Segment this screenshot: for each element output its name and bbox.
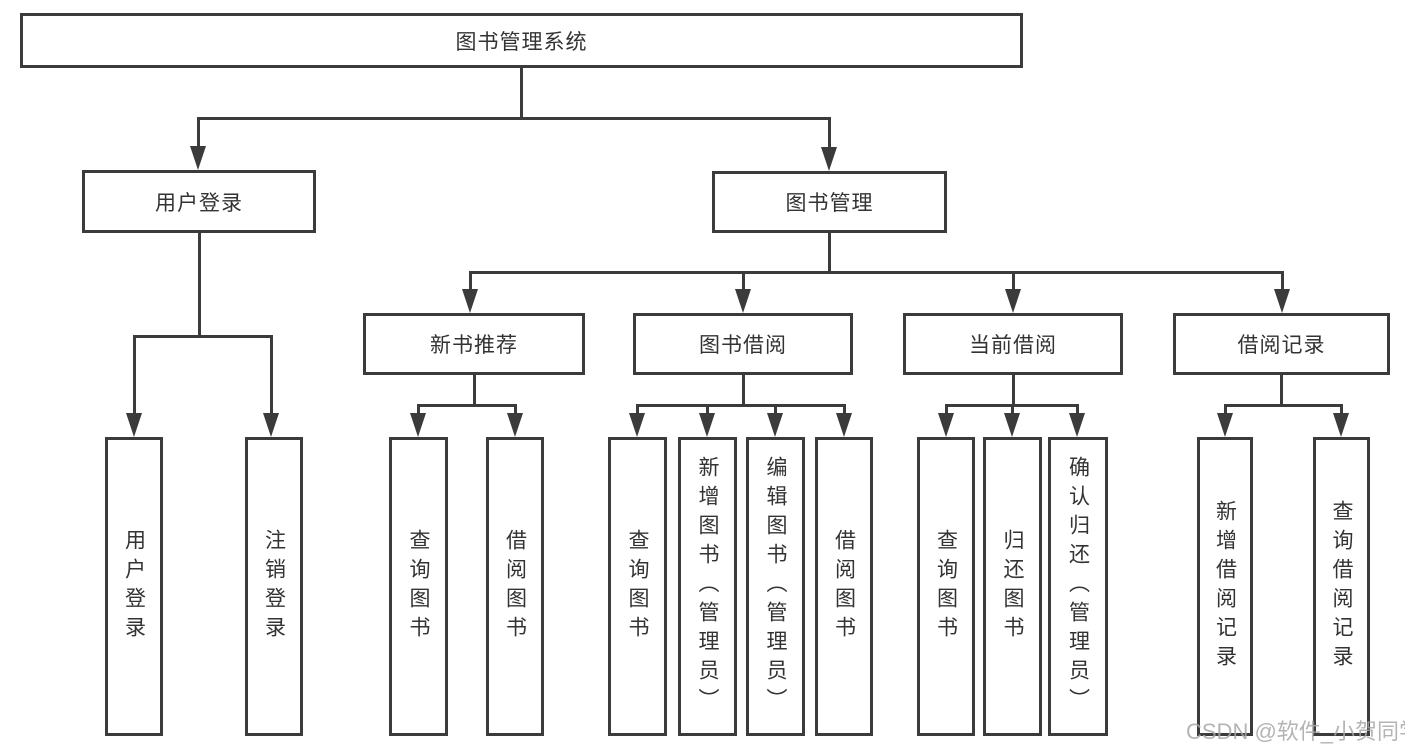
- arrowhead-bb-borrow: [836, 413, 852, 437]
- edge-drop-bb-edit: [774, 404, 777, 415]
- leaf-label: 查询图书: [626, 528, 649, 645]
- edge-drop-cb-query: [945, 404, 948, 415]
- leaf-label: 查询借阅记录: [1330, 499, 1353, 674]
- leaf-nb-borrow-books: 借阅图书: [486, 437, 544, 736]
- leaf-label: 编辑图书（管理员）: [764, 456, 787, 717]
- edge-root-stem: [520, 68, 523, 118]
- edge-drop-current-borrowing: [1012, 271, 1015, 291]
- node-label: 借阅记录: [1237, 334, 1326, 357]
- leaf-cb-return-books: 归还图书: [983, 437, 1042, 736]
- edge-user-login-rail: [133, 335, 272, 338]
- leaf-label: 借阅图书: [503, 528, 527, 645]
- arrowhead-bb-edit: [767, 413, 783, 437]
- leaf-bb-query-books: 查询图书: [608, 437, 667, 736]
- arrowhead-cb-return: [1004, 413, 1020, 437]
- arrowhead-nb-query: [410, 413, 426, 437]
- arrowhead-book-borrowing: [735, 289, 751, 313]
- edge-drop-bb-query: [636, 404, 639, 415]
- leaf-br-query-record: 查询借阅记录: [1313, 437, 1370, 736]
- leaf-nb-query-books: 查询图书: [389, 437, 448, 736]
- edge-drop-br-query: [1340, 404, 1343, 415]
- arrowhead-book-management: [821, 147, 837, 171]
- leaf-label: 借阅图书: [832, 528, 856, 645]
- leaf-label: 注销登录: [262, 528, 286, 645]
- node-new-book-recommend: 新书推荐: [363, 313, 585, 375]
- edge-book-management-stem: [828, 233, 831, 273]
- arrowhead-cb-confirm: [1069, 413, 1085, 437]
- edge-drop-leaf-logout: [270, 335, 273, 415]
- arrowhead-br-query: [1333, 413, 1349, 437]
- leaf-logout: 注销登录: [245, 437, 303, 736]
- edge-book-management-rail: [469, 271, 1283, 274]
- edge-drop-book-borrowing: [742, 271, 745, 291]
- arrowhead-user-login: [190, 146, 206, 170]
- csdn-watermark: CSDN @软件_小贺同学: [1186, 719, 1405, 744]
- edge-root-rail: [197, 117, 831, 120]
- edge-drop-book-management: [828, 117, 831, 149]
- arrowhead-current-borrowing: [1005, 289, 1021, 313]
- leaf-label: 新增借阅记录: [1213, 499, 1237, 674]
- arrowhead-leaf-logout: [263, 413, 279, 437]
- leaf-label: 查询图书: [407, 528, 430, 645]
- leaf-bb-borrow-books: 借阅图书: [815, 437, 873, 736]
- leaf-user-login: 用户登录: [105, 437, 163, 736]
- edge-current-borrowing-stem: [1012, 375, 1015, 406]
- leaf-cb-confirm-return-admin: 确认归还（管理员）: [1048, 437, 1108, 736]
- leaf-bb-edit-books-admin: 编辑图书（管理员）: [746, 437, 805, 736]
- edge-user-login-stem: [198, 233, 201, 337]
- edge-drop-nb-query: [417, 404, 420, 415]
- arrowhead-borrowing-records: [1274, 289, 1290, 313]
- edge-drop-nb-borrow: [514, 404, 517, 415]
- edge-book-borrowing-rail: [636, 404, 845, 407]
- node-book-borrowing: 图书借阅: [633, 313, 853, 375]
- edge-book-borrowing-stem: [742, 375, 745, 406]
- leaf-bb-add-books-admin: 新增图书（管理员）: [678, 437, 737, 736]
- node-user-login: 用户登录: [82, 170, 316, 233]
- edge-drop-user-login: [197, 117, 200, 148]
- edge-drop-bb-add: [706, 404, 709, 415]
- edge-borrowing-records-stem: [1280, 375, 1283, 406]
- arrowhead-cb-query: [938, 413, 954, 437]
- edge-drop-br-add: [1224, 404, 1227, 415]
- edge-drop-cb-return: [1011, 404, 1014, 415]
- arrowhead-leaf-user-login: [126, 413, 142, 437]
- arrowhead-new-book-recommend: [462, 289, 478, 313]
- node-label: 用户登录: [155, 191, 243, 215]
- arrowhead-br-add: [1217, 413, 1233, 437]
- node-label: 新书推荐: [430, 334, 518, 357]
- node-current-borrowing: 当前借阅: [903, 313, 1123, 375]
- leaf-label: 查询图书: [934, 528, 958, 645]
- edge-borrowing-records-rail: [1224, 404, 1342, 407]
- leaf-br-add-record: 新增借阅记录: [1197, 437, 1253, 736]
- edge-drop-leaf-user-login: [133, 335, 136, 415]
- node-borrowing-records: 借阅记录: [1173, 313, 1390, 375]
- node-label: 当前借阅: [969, 334, 1057, 357]
- leaf-label: 用户登录: [122, 528, 146, 645]
- leaf-label: 归还图书: [1001, 528, 1024, 645]
- edge-drop-new-book-recommend: [469, 271, 472, 291]
- arrowhead-bb-add: [699, 413, 715, 437]
- edge-new-book-recommend-stem: [473, 375, 476, 406]
- leaf-label: 新增图书（管理员）: [696, 456, 719, 717]
- node-root-library-management-system: 图书管理系统: [20, 13, 1023, 68]
- arrowhead-bb-query: [629, 413, 645, 437]
- leaf-cb-query-books: 查询图书: [917, 437, 975, 736]
- arrowhead-nb-borrow: [507, 413, 523, 437]
- node-label: 图书管理: [785, 192, 874, 215]
- edge-drop-cb-confirm: [1076, 404, 1079, 415]
- node-book-management: 图书管理: [712, 171, 947, 233]
- edge-new-book-recommend-rail: [417, 404, 517, 407]
- node-label: 图书管理系统: [455, 30, 588, 54]
- edge-drop-borrowing-records: [1281, 271, 1284, 291]
- node-label: 图书借阅: [699, 334, 787, 357]
- leaf-label: 确认归还（管理员）: [1066, 456, 1090, 717]
- edge-drop-bb-borrow: [843, 404, 846, 415]
